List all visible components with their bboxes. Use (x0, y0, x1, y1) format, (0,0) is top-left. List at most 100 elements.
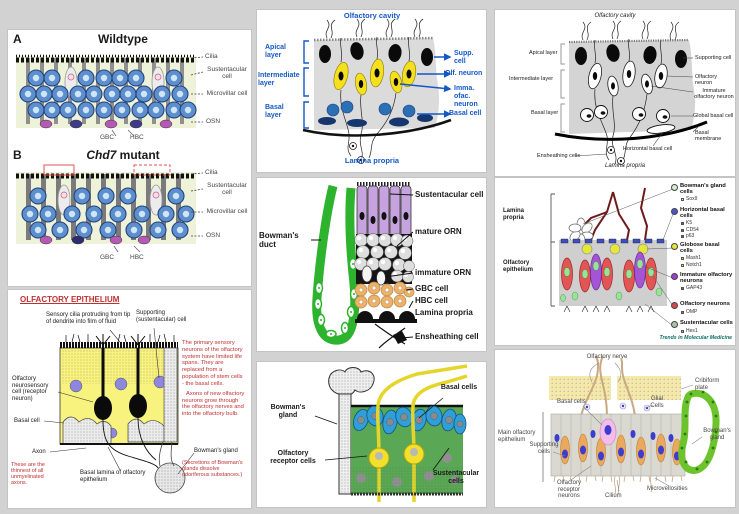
label-supporting-cell: Supporting (sustentacular) cell (136, 310, 187, 323)
basal-cells (326, 100, 416, 118)
cilia-film (65, 333, 175, 343)
cilia-tufts (581, 20, 680, 41)
label-olfactory-epithelium: Olfactory epithelium (503, 260, 534, 273)
cell-lineage-figure (550, 187, 674, 327)
horizontal-basal-cells-swatch (671, 207, 678, 215)
label-bowmans-gland: Bowman's gland (270, 404, 306, 419)
axons (594, 38, 662, 165)
leader-lines (552, 362, 703, 492)
dendrite-cilia-fans (95, 334, 146, 346)
label-globose-basal-cell: Global basal cell (693, 113, 734, 119)
olfactory-neuron-bodies (94, 394, 147, 420)
label-apical-layer: Apical layer (265, 44, 287, 59)
label-lamina-propria: Lamina propria (344, 156, 400, 165)
leader-lines (314, 397, 450, 471)
label-hbc-cell: HBC cell (415, 296, 448, 305)
panel-olfactory-cavity-color: Olfactory cavity Apical layer Intermedia… (257, 10, 486, 172)
note-primary-neurons: The primary sensory neurons of the olfac… (182, 340, 245, 418)
horizontal-basal-cell-shape (646, 124, 676, 134)
label-mature-orn: mature ORN (415, 227, 462, 236)
olfactory-epithelium-figure (43, 327, 195, 494)
label-olf-neuron: Olf. neuron (445, 70, 483, 77)
leader-lines (574, 57, 700, 157)
label-bowmans-gland: Bowman's gland (194, 448, 238, 454)
label-supporting-cell: Supporting cell (695, 55, 732, 61)
sustentacular-cells-swatch (671, 320, 678, 328)
cilia-tufts (325, 18, 424, 39)
panel-main-olfactory-epithelium: Olfactory nerve Cribiform plate Glial Ce… (495, 350, 735, 507)
layer-brackets (560, 43, 565, 133)
label-lamina-propria: Lamina propria (503, 208, 525, 221)
label-basal-cells: Basal cells (440, 384, 478, 391)
globose-basal-cells (580, 105, 670, 123)
label-supporting-cells: Supporting cells (529, 442, 559, 455)
label-cilia-b: Cilia (205, 169, 218, 176)
label-olfactory-neurosensory-cell: Olfactory neurosensory cell (receptor ne… (12, 376, 49, 403)
panel-bowmans-duct-orn: Bowman's duct Sustentacular cell mature … (257, 178, 486, 351)
globose-basal-cells (581, 243, 649, 255)
legend-item-olfactory-neurons: Olfactory neurons OMP (671, 301, 733, 315)
label-hbc-b: HBC (130, 254, 144, 261)
note-thinnest-axons: These are the thinnest of all unmyelinat… (11, 462, 45, 487)
label-imma-ofac-neuron: Imma. ofac. neuron (454, 85, 478, 108)
olfactory-neurons (587, 60, 668, 97)
panel-bowmans-gland-receptors: Bowman's gland Basal cells Olfactory rec… (257, 362, 486, 507)
label-immature-olfactory-neuron: Immature olfactory neuron (694, 88, 734, 101)
label-ensheathing-cell: Ensheathing cell (415, 332, 479, 341)
label-olfactory-receptor-neurons: Olfactory receptor neurons (556, 480, 581, 500)
label-basal-lamina: Basal lamina of olfactory epithelium (80, 470, 146, 483)
immature-neuron-cells (590, 251, 646, 291)
label-cribiform-plate: Cribiform plate (695, 378, 720, 391)
label-cilium: Cilium (605, 493, 622, 499)
label-microvellosities: Microvellosities (647, 486, 688, 492)
layer-bracket (550, 193, 555, 307)
label-gbc-b: GBC (100, 254, 115, 261)
legend-leader-lines (582, 188, 674, 327)
label-basal-layer: Basal layer (265, 104, 284, 119)
axon-tufts (563, 305, 655, 313)
label-microvillar-a: Microvillar cell (206, 90, 248, 97)
label-supp-cell: Supp. cell (454, 50, 474, 65)
label-immature-orn: immature ORN (415, 268, 472, 277)
marker-swatch (681, 198, 684, 202)
microvilli-fringe (553, 475, 683, 495)
panel-wildtype-chd7-mutant: A Wildtype Cilia Sustentacular cell Micr… (8, 30, 251, 286)
leader-lines (190, 56, 204, 237)
olfactory-neurons-swatch (671, 301, 678, 309)
title-chd7-mutant: Chd7 mutant (86, 148, 160, 162)
axons-below (102, 417, 159, 469)
label-bowmans-gland: Bowman's gland (703, 428, 731, 441)
olfactory-cavity-color-figure (302, 18, 452, 164)
label-intermediate-layer: Intermediate layer (509, 76, 554, 82)
label-sensory-cilia: Sensory cilia protruding from tip of den… (46, 312, 131, 325)
label-lamina-propria: Lamina propria (604, 163, 646, 169)
band-chd7-mutant (16, 164, 196, 253)
label-sustentacular-b: Sustentacular cell (207, 182, 247, 197)
gbc-cells (354, 281, 415, 309)
legend-item-horizontal-basal-cells: Horizontal basal cells K5 CD54 p63 (671, 207, 733, 239)
leader-lines (43, 327, 195, 475)
label-arrows (399, 53, 452, 118)
label-basal-cells: Basal cells (557, 399, 586, 405)
label-bowmans-duct: Bowman's duct (259, 231, 299, 249)
label-axon: Axon (32, 449, 46, 455)
label-sustentacular-cell: Sustentacular cell (415, 190, 484, 199)
label-ensheathing-cells: Ensheathing cells (537, 153, 581, 159)
bowmans-gland-receptors-figure (314, 364, 468, 502)
label-basal-membrane: Basal membrane (695, 130, 722, 143)
label-gbc-a: GBC (100, 134, 115, 141)
label-olfactory-cavity: Olfactory cavity (594, 13, 636, 19)
hbc-cells (355, 311, 417, 323)
label-horizontal-basal-cell: Horizontal basal cell (623, 146, 673, 152)
leader-lines (311, 193, 414, 339)
basal-membrane-line (302, 118, 452, 137)
label-apical-layer: Apical layer (529, 50, 558, 56)
panel-olfactory-cavity-gray: Olfactory cavity Apical layer Intermedia… (495, 10, 735, 176)
label-sustentacular-a: Sustentacular cell (207, 66, 247, 81)
label-microvillar-b: Microvillar cell (206, 208, 248, 215)
olfactory-cavity-gray-figure (554, 20, 708, 165)
label-glial-cells: Glial Cells (650, 396, 664, 409)
globose-basal-cells-swatch (671, 242, 678, 250)
label-olfactory-receptor-cells: Olfactory receptor cells (270, 450, 316, 465)
